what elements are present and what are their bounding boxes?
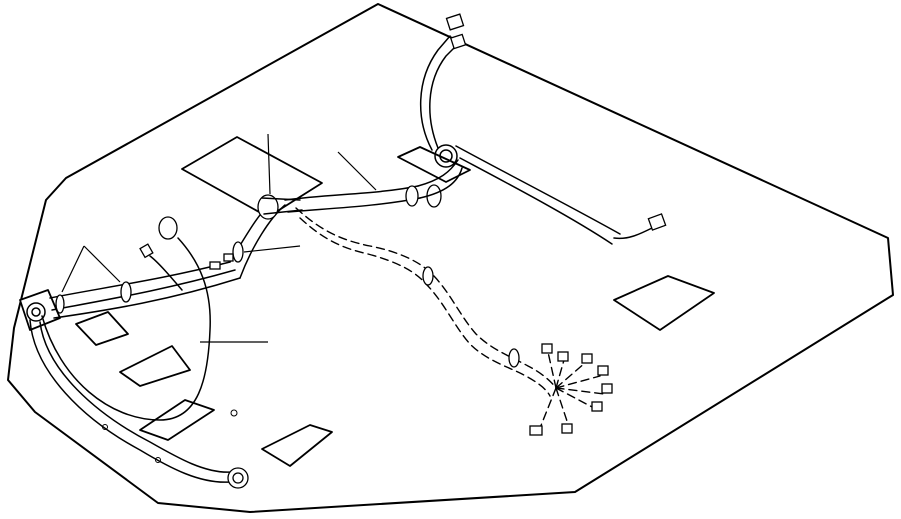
floor-plate-outline xyxy=(7,3,894,513)
opening-upper-left xyxy=(181,136,323,218)
leader-line-2 xyxy=(337,151,377,191)
underfloor-harness xyxy=(295,207,613,436)
central-junction-clip xyxy=(257,194,303,220)
opening-left-small xyxy=(75,311,129,346)
left-loop-harness xyxy=(29,216,249,489)
opening-left-mid xyxy=(119,345,191,387)
opening-lower-left xyxy=(139,399,215,441)
leader-line-5a xyxy=(83,245,121,283)
floor-plate-openings xyxy=(75,136,715,467)
leader-line-5b xyxy=(61,245,85,293)
main-harness-bundle xyxy=(49,199,286,319)
opening-upper-center xyxy=(397,146,471,183)
leader-line-1 xyxy=(267,133,271,195)
opening-lower-center xyxy=(261,424,333,467)
opening-right xyxy=(613,275,715,331)
mount-hole-1 xyxy=(230,409,238,417)
leader-lines xyxy=(61,133,377,343)
leader-line-3 xyxy=(243,245,301,253)
upper-right-branch xyxy=(284,13,667,245)
